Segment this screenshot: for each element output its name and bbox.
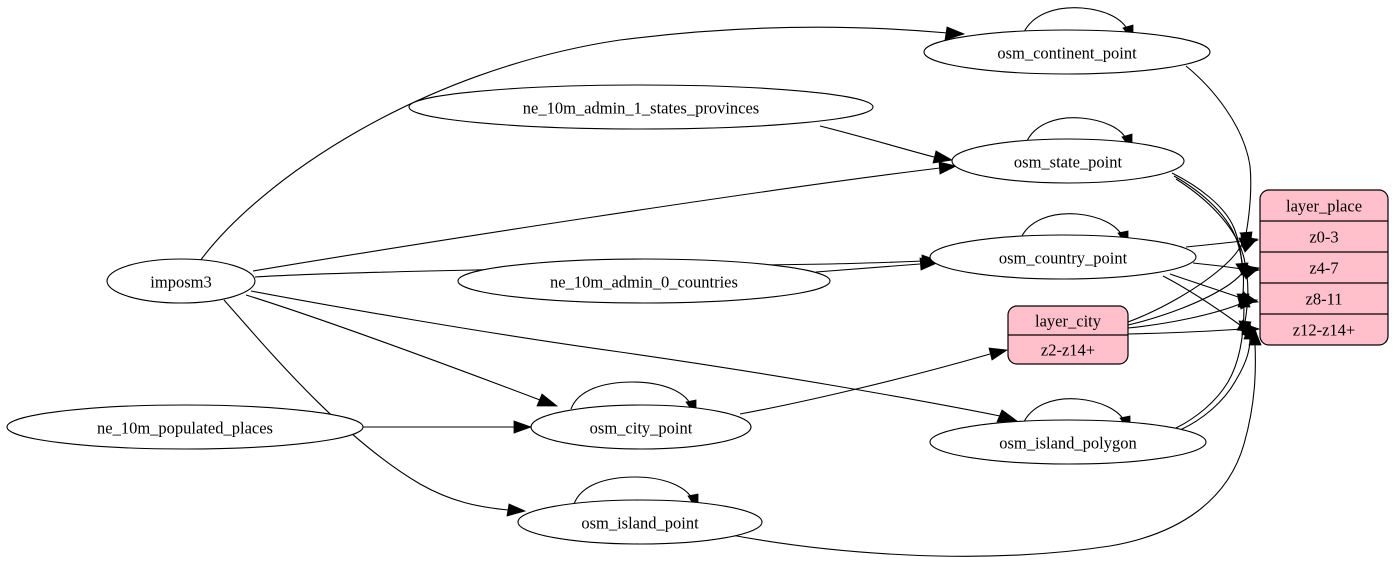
arrowhead-layer_city-z0-3 <box>1238 237 1258 253</box>
edge-imposm3-to-osm_continent_point <box>199 26 949 262</box>
node-osm_continent_point[interactable]: osm_continent_point <box>923 29 1211 75</box>
edge-imposm3-to-osm_state_point <box>252 167 941 272</box>
selfloop-osm_city_point <box>570 381 692 410</box>
node-osm_island_polygon[interactable]: osm_island_polygon <box>929 419 1207 465</box>
arrowhead-island_polygon-z8-11 <box>1237 290 1251 308</box>
edge-layer_city-to-layer_place-z4-7 <box>1127 269 1246 326</box>
edge-osm_country_point-to-layer_place-z0-3 <box>1185 240 1243 248</box>
edge-ne_states_provinces-to-osm_state_point <box>819 125 935 158</box>
selfloop-osm_country_point <box>1019 213 1124 241</box>
arrowhead-imposm3-osm_island_point <box>506 503 527 517</box>
node-shape-osm_city_point[interactable] <box>530 404 752 450</box>
edge-imposm3-to-osm_island_point <box>223 299 509 511</box>
edge-osm_country_point-to-layer_place-z4-7 <box>1192 262 1243 270</box>
edge-ne_countries-to-osm_country_point <box>815 263 921 273</box>
node-ne_10m_populated_places[interactable]: ne_10m_populated_places <box>6 404 364 450</box>
node-shape-ne_10m_populated_places[interactable] <box>6 404 364 450</box>
arrowhead-ne_states-osm_state_point <box>932 150 954 164</box>
selfloop-osm_state_point <box>1025 117 1128 144</box>
arrowhead-imposm3-osm_city_point <box>536 393 559 407</box>
arrowhead-ne_countries-osm_country_point <box>919 257 939 271</box>
edge-osm_island_polygon-to-layer_place-z12 <box>1179 337 1251 431</box>
node-shape-osm_island_point[interactable] <box>517 499 763 545</box>
edge-osm_island_point-to-layer_place-z12 <box>725 343 1256 557</box>
edge-osm_country_point-to-layer_place-z12 <box>1162 275 1241 326</box>
edge-layer_city-to-layer_place-z12 <box>1127 328 1243 335</box>
edge-osm_country_point-to-layer_place-z8-11 <box>1169 273 1242 299</box>
arrowhead-ne_populated-osm_city_point <box>513 420 533 434</box>
edge-layer_city-to-layer_place-z0-3 <box>1127 241 1244 323</box>
node-shape-osm_island_polygon[interactable] <box>929 419 1207 465</box>
edge-layer <box>199 7 1262 557</box>
edge-imposm3-to-osm_city_point <box>245 294 541 401</box>
node-shape-ne_10m_admin_1_states_provinces[interactable] <box>408 84 874 130</box>
edge-osm_city_point-to-layer_city <box>739 353 991 415</box>
node-shape-osm_continent_point[interactable] <box>923 29 1211 75</box>
node-osm_country_point[interactable]: osm_country_point <box>929 234 1197 280</box>
node-shape-osm_country_point[interactable] <box>929 234 1197 280</box>
node-ne_10m_admin_0_countries[interactable]: ne_10m_admin_0_countries <box>457 258 831 304</box>
node-shape-imposm3[interactable] <box>106 258 256 304</box>
edge-layer_city-to-layer_place-z8-11 <box>1127 303 1241 329</box>
record-node-layer_place[interactable]: layer_place z0-3 z4-7 z8-11 z12-z14+ <box>1259 189 1389 346</box>
edge-osm_continent_point-to-layer_place-z0-3 <box>1185 65 1252 235</box>
arrowhead-city-layer_city <box>988 347 1009 361</box>
arrowhead-imposm3-osm_continent_point <box>944 26 966 41</box>
arrowhead-island_point-z12 <box>1248 328 1262 346</box>
node-osm_city_point[interactable]: osm_city_point <box>530 404 752 450</box>
node-imposm3[interactable]: imposm3 <box>106 258 256 304</box>
record-node-layer_city[interactable]: layer_city z2-z14+ <box>1007 305 1129 365</box>
node-ne_10m_admin_1_states_provinces[interactable]: ne_10m_admin_1_states_provinces <box>408 84 874 130</box>
selfloop-osm_island_polygon <box>1022 398 1126 425</box>
edge-osm_state_point-to-layer_place-z8-11 <box>1173 175 1245 295</box>
edge-osm_island_polygon-to-layer_place-z8-11 <box>1175 305 1245 429</box>
node-layer: imposm3 ne_10m_admin_1_states_provinces … <box>6 29 1211 545</box>
node-shape-ne_10m_admin_0_countries[interactable] <box>457 258 831 304</box>
selfloop-osm_island_point <box>573 476 694 505</box>
edge-imposm3-to-osm_island_polygon <box>250 290 1001 417</box>
arrowhead-layer_city-z4-7 <box>1240 264 1260 280</box>
node-osm_island_point[interactable]: osm_island_point <box>517 499 763 545</box>
node-osm_state_point[interactable]: osm_state_point <box>951 138 1185 184</box>
selfloop-osm_continent_point <box>1022 7 1129 35</box>
node-shape-osm_state_point[interactable] <box>951 138 1185 184</box>
arrowhead-imposm3-osm_state_point <box>938 161 958 175</box>
record-bg-layer_place[interactable] <box>1259 189 1389 346</box>
arrowhead-imposm3-osm_island_polygon <box>996 409 1019 423</box>
